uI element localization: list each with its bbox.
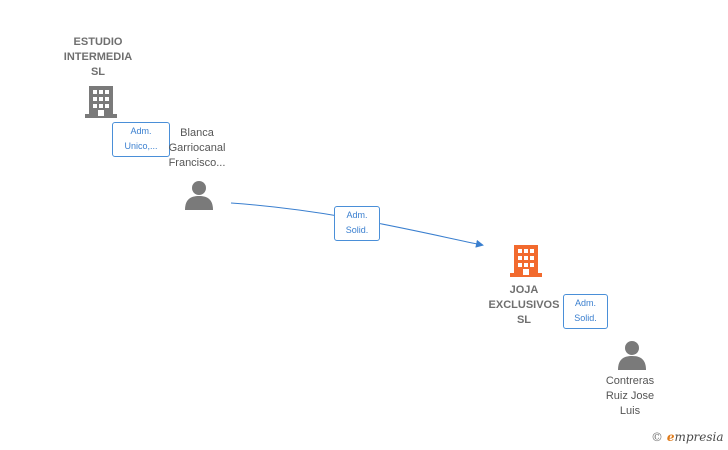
person-icon[interactable] [184, 180, 214, 210]
person-label-contreras[interactable]: Contreras Ruiz Jose Luis [585, 374, 675, 419]
empresia-watermark: © empresia [651, 430, 724, 444]
copyright-symbol: © [651, 430, 663, 444]
relation-line: Adm. [346, 210, 368, 220]
relation-line: Unico,... [124, 141, 158, 151]
brand-initial: e [666, 430, 675, 444]
brand-name: mpresia [674, 430, 724, 444]
label-line: Contreras [605, 375, 655, 387]
person-icon[interactable] [617, 340, 647, 370]
label-line: SL [516, 314, 532, 326]
relation-badge-blanca-joja[interactable]: Adm. Solid. [334, 206, 380, 241]
label-line: Luis [619, 405, 641, 417]
person-label-blanca[interactable]: Blanca Garriocanal Francisco... [150, 126, 244, 171]
label-line: EXCLUSIVOS [488, 299, 560, 311]
company-label-joja[interactable]: JOJA EXCLUSIVOS SL [474, 283, 574, 328]
label-line: INTERMEDIA [63, 51, 133, 63]
label-line: Blanca [180, 127, 214, 139]
label-line: Garriocanal [168, 142, 226, 154]
company-label-estudio[interactable]: ESTUDIO INTERMEDIA SL [48, 35, 148, 80]
relation-line: Solid. [574, 313, 597, 323]
label-line: SL [90, 66, 106, 78]
building-icon[interactable] [510, 243, 542, 277]
label-line: Ruiz Jose [605, 390, 655, 402]
label-line: Francisco... [168, 157, 226, 169]
relation-line: Solid. [345, 225, 369, 235]
building-icon[interactable] [85, 84, 117, 118]
label-line: JOJA [509, 284, 539, 296]
label-line: ESTUDIO [73, 36, 123, 48]
relation-line: Adm. [130, 126, 152, 136]
relation-badge-contreras-joja[interactable]: Adm. Solid. [563, 294, 608, 329]
relation-line: Adm. [574, 298, 596, 308]
relation-badge-estudio-blanca[interactable]: Adm. Unico,... [112, 122, 170, 157]
